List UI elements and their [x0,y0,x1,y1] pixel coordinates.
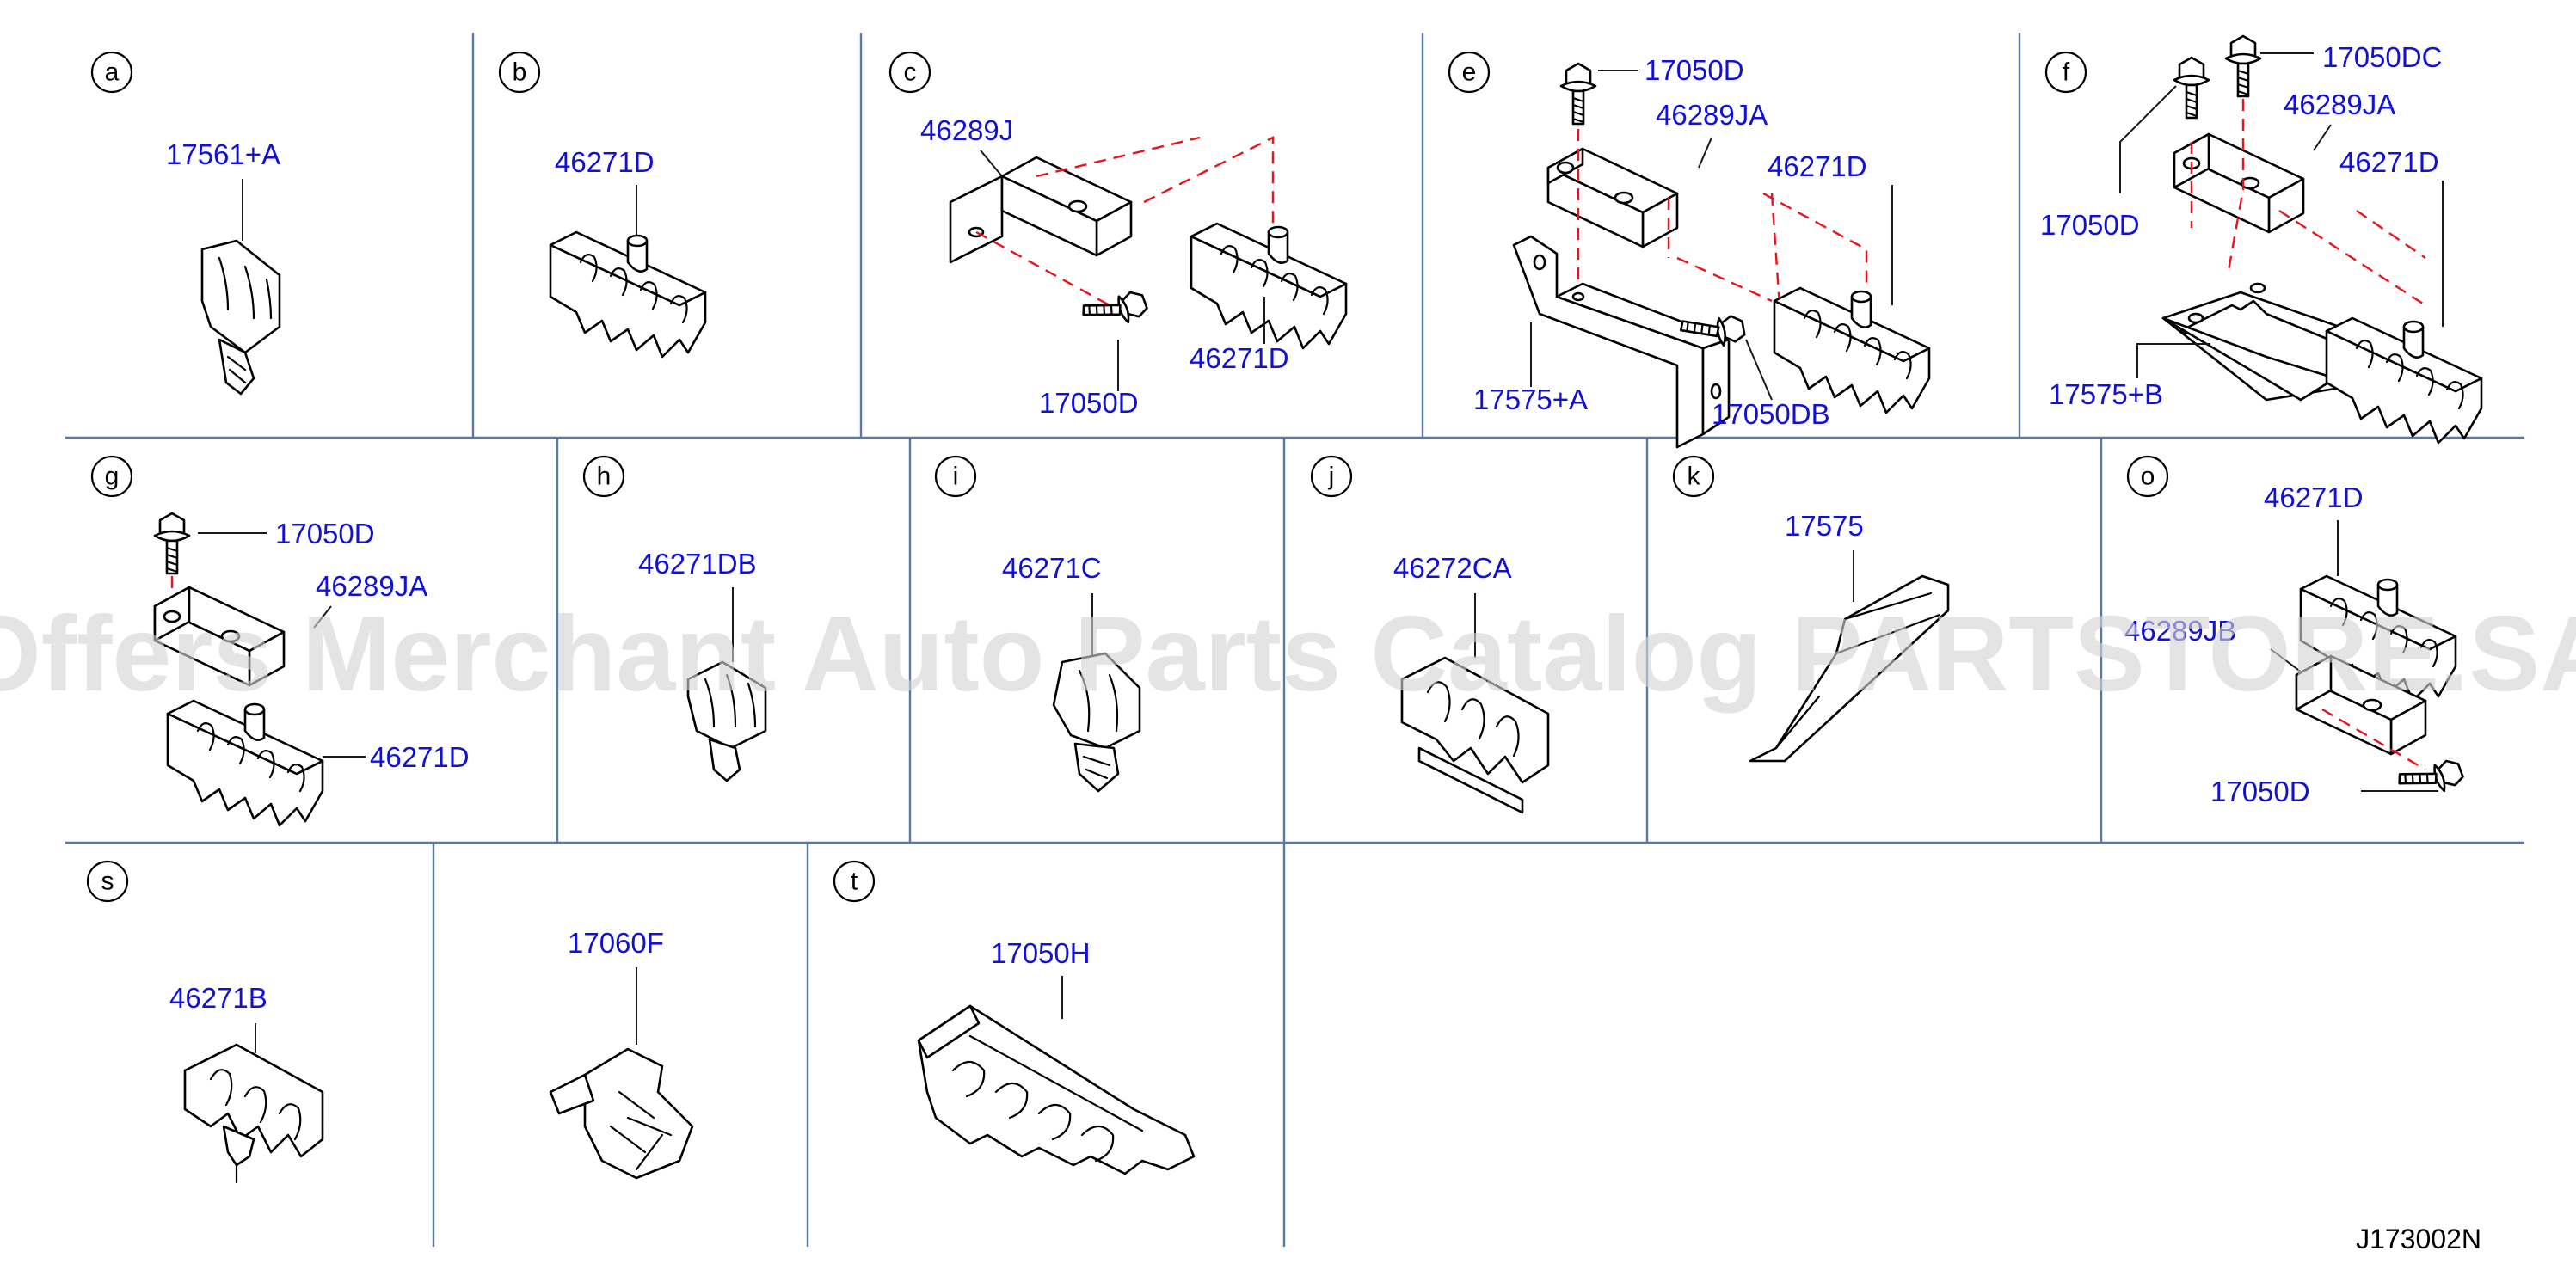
clip-46271d-g [166,699,324,827]
label-17050db: 17050DB [1712,398,1830,430]
panel-s: s 46271B [86,860,324,1184]
label-17050d-o: 17050D [2210,776,2310,807]
label-46289ja-g: 46289JA [316,570,427,602]
watermark-text: Offers Merchant Auto Parts Catalog PARTS… [0,595,2576,714]
panel-i: i 46271C [934,455,1141,793]
label-46271d-g: 46271D [370,741,470,773]
clip-46271c [1052,652,1141,793]
label-17561-a: 17561+A [166,138,280,170]
bracket-46289ja-e [1546,147,1679,248]
clip-46271b [183,1043,324,1184]
letter-g-text: g [105,463,120,491]
panel-letter-e: e [1448,51,1491,94]
label-46271c: 46271C [1002,552,1102,584]
panel-b: b 46271D [498,51,707,359]
panel-k: k 17575 [1672,455,1950,763]
label-46271b: 46271B [169,982,267,1014]
panel-letter-s: s [86,860,129,903]
label-17050d-e: 17050D [1645,54,1744,86]
letter-b-text: b [513,58,527,87]
clip-46271db [686,660,767,782]
panel-grid [65,33,2524,1247]
panel-h: h 46271DB [582,455,767,782]
label-17050d-c: 17050D [1039,387,1139,419]
bracket-46289jb [2295,654,2427,756]
label-46271d-e: 46271D [1768,150,1867,182]
panel-letter-k: k [1672,455,1715,498]
bolt-17050dc [2224,34,2262,98]
clip-17050h [917,1004,1196,1175]
letter-o-text: o [2141,463,2155,491]
clip-46271d-f [2325,316,2483,445]
label-17575-a: 17575+A [1473,383,1588,415]
clip-46271d-b [549,230,707,359]
label-17060f: 17060F [568,927,664,959]
letter-h-text: h [597,463,612,491]
panel-letter-i: i [934,455,977,498]
label-46289ja-f: 46289JA [2284,89,2395,120]
bolt-17050d-c [1079,284,1151,337]
letter-a-text: a [105,58,120,87]
letter-s-text: s [101,868,114,896]
panel-letter-j: j [1310,455,1353,498]
panel-f: f 17050DC 17050D 46289JA 17575+B [2040,34,2483,445]
clip-46271d-e [1773,286,1931,414]
clip-46271d-c [1190,222,1348,350]
label-17575-b: 17575+B [2049,378,2163,410]
label-46271d-c: 46271D [1190,342,1289,374]
label-46271d-f: 46271D [2339,146,2439,178]
bolt-17050d-g [153,512,191,575]
panel-letter-c: c [888,51,931,94]
panel-a: a 17561+A [90,51,281,396]
label-46289jb: 46289JB [2124,615,2236,647]
panel-c: c 46289J 17050D 46271D [888,51,1348,419]
panel-letter-f: f [2044,51,2087,94]
panel-letter-b: b [498,51,541,94]
label-17050h: 17050H [991,937,1091,969]
bolt-17050d-o [2395,752,2467,806]
plate-17575-b [2161,282,2341,402]
clip-17561-a [200,239,281,396]
panel-letter-a: a [90,51,133,94]
bracket-17575-a [1512,235,1731,449]
label-46289j: 46289J [920,114,1013,146]
label-17575-k: 17575 [1785,510,1864,542]
bolt-17050d-f [2173,56,2210,120]
panel-g: g 17050D 46289JA 46271D [90,455,470,827]
letter-e-text: e [1462,58,1477,87]
letter-f-text: f [2063,58,2070,87]
panel-e: e 17050D 46289JA 17575+A 17050DB [1448,51,1931,449]
bracket-46289j [949,156,1133,264]
label-46271d-o: 46271D [2264,482,2364,513]
panel-t: t 17050H [833,860,1196,1175]
panel-t-left: 17060F [549,927,694,1180]
clip-46272ca [1400,656,1550,814]
label-46271d-b: 46271D [555,146,655,178]
bolt-17050d-e [1559,62,1597,126]
panel-letter-t: t [833,860,876,903]
panel-letter-h: h [582,455,625,498]
bracket-17575-k [1749,574,1950,763]
label-46289ja-e: 46289JA [1656,99,1768,131]
bracket-46289ja-g [153,586,286,687]
clip-17060f [549,1047,694,1180]
letter-k-text: k [1688,463,1701,491]
label-17050d-f: 17050D [2040,209,2140,241]
panel-letter-g: g [90,455,133,498]
label-46272ca: 46272CA [1393,552,1512,584]
letter-t-text: t [851,868,858,896]
panel-letter-o: o [2126,455,2169,498]
diagram-reference-code: J173002N [2356,1224,2481,1255]
letter-j-text: j [1328,463,1335,491]
panel-o: o 46271D 46289JB 17050D [2124,455,2467,807]
label-46271db: 46271DB [638,548,757,580]
letter-i-text: i [953,463,959,491]
label-17050dc: 17050DC [2322,41,2442,73]
panel-j: j 46272CA [1310,455,1550,814]
letter-c-text: c [904,58,917,87]
label-17050d-g: 17050D [275,518,375,549]
bracket-46289ja-f [2173,132,2305,234]
